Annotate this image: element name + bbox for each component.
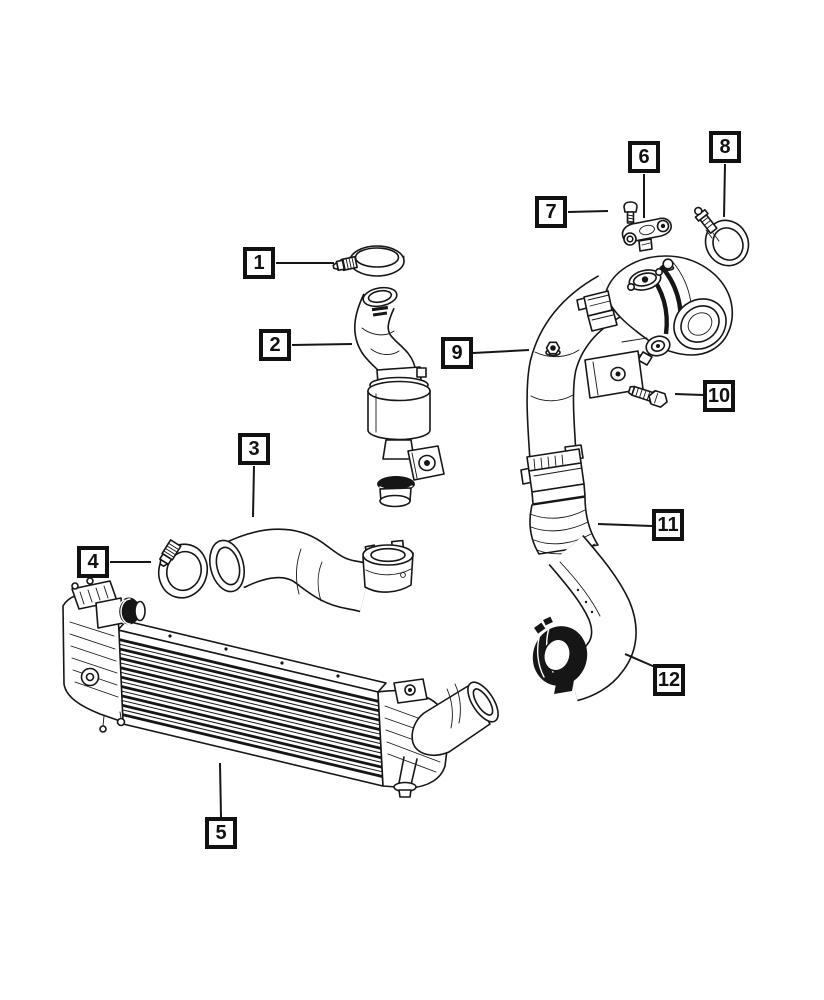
part-12-hose-elbow-drawing <box>532 535 637 702</box>
callout-2-label: 2 <box>269 334 281 356</box>
callout-11[interactable]: 11 <box>652 509 684 541</box>
part-1-hose-clamp-drawing <box>332 245 405 277</box>
callout-7[interactable]: 7 <box>535 196 567 228</box>
callout-5-label: 5 <box>215 822 227 844</box>
callout-4[interactable]: 4 <box>77 546 109 578</box>
callout-11-label: 11 <box>657 514 679 536</box>
callout-8[interactable]: 8 <box>709 131 741 163</box>
callout-5[interactable]: 5 <box>205 817 237 849</box>
part-4-hose-clamp-drawing <box>157 539 209 599</box>
callout-9[interactable]: 9 <box>441 337 473 369</box>
part-11-outlet-duct-drawing <box>520 255 734 555</box>
leader-lines <box>110 163 726 818</box>
callout-12[interactable]: 12 <box>653 664 685 696</box>
callout-6-label: 6 <box>638 146 650 168</box>
callout-1[interactable]: 1 <box>243 247 275 279</box>
callout-10[interactable]: 10 <box>703 380 735 412</box>
callout-10-label: 10 <box>707 385 731 407</box>
part-2-upper-duct-drawing <box>354 286 445 508</box>
callout-4-label: 4 <box>87 551 99 573</box>
callout-6[interactable]: 6 <box>628 141 660 173</box>
callout-1-label: 1 <box>253 252 265 274</box>
callout-9-label: 9 <box>451 342 463 364</box>
part-5-intercooler-drawing <box>62 577 499 798</box>
callout-12-label: 12 <box>657 669 681 691</box>
callout-7-label: 7 <box>545 201 557 223</box>
callout-3-label: 3 <box>248 438 260 460</box>
part-9-nut-drawing <box>545 341 561 357</box>
part-3-intercooler-hose-drawing <box>208 528 414 613</box>
callout-3[interactable]: 3 <box>238 433 270 465</box>
part-8-band-clamp-drawing <box>694 206 750 267</box>
part-7-screw-drawing <box>623 201 638 224</box>
part-6-map-sensor-drawing <box>621 217 672 252</box>
callout-2[interactable]: 2 <box>259 329 291 361</box>
callout-8-label: 8 <box>719 136 731 158</box>
part-10-bolt-drawing <box>627 385 668 408</box>
